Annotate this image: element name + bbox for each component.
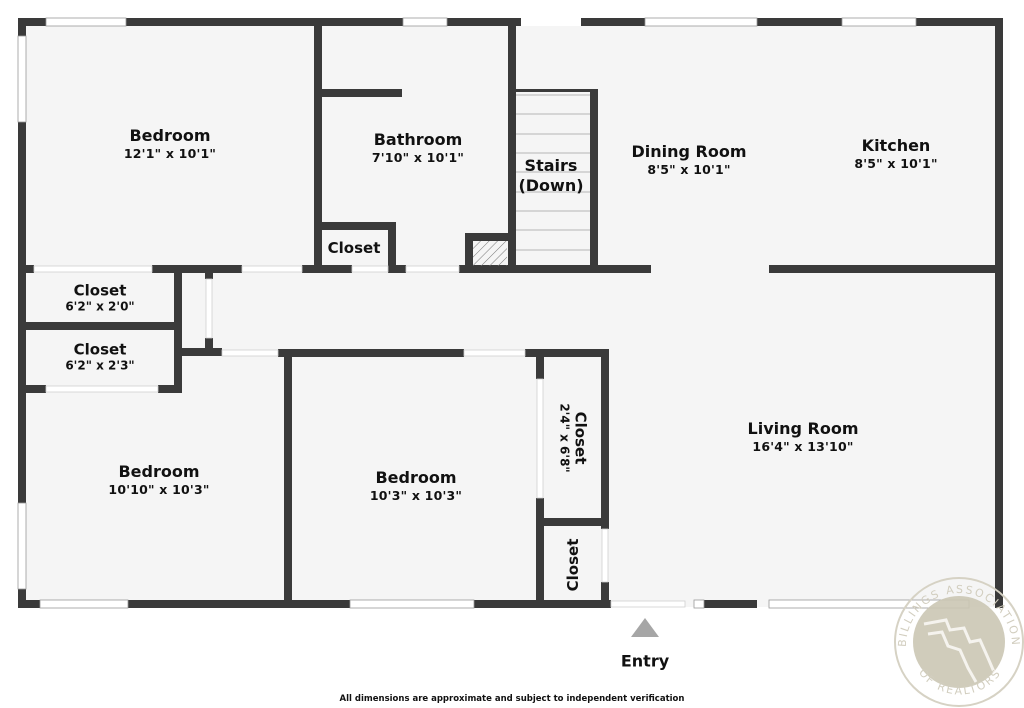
room-dimensions: 6'2" x 2'3" [65,358,135,373]
room-closet-d: Closet [564,539,582,592]
room-name: Bathroom [373,130,463,149]
room-name: Closet [564,538,582,592]
room-name: Closet [571,411,590,465]
room-dimensions: 12'1" x 10'1" [123,146,217,161]
room-name: Bedroom [375,468,457,487]
shaft-hatch [473,241,507,266]
room-name: Dining Room [631,142,747,161]
room-dining-room: Dining Room 8'5" x 10'1" [631,142,746,178]
room-bedroom-1: Bedroom 12'1" x 10'1" [124,126,216,162]
room-dimensions: 8'5" x 10'1" [647,162,731,177]
room-dimensions: 10'3" x 10'3" [369,488,463,503]
room-dimensions: 8'5" x 10'1" [854,156,938,171]
room-closet-a: Closet 6'2" x 2'0" [65,282,134,315]
room-living-room: Living Room 16'4" x 13'10" [748,419,859,455]
room-name: Closet [73,340,127,359]
entry-label: Entry [620,651,670,671]
room-kitchen: Kitchen 8'5" x 10'1" [854,136,937,172]
room-dimensions: 7'10" x 10'1" [371,150,465,165]
windows [17,17,970,609]
triangle-up-icon [631,618,659,637]
room-name: Closet [73,281,127,300]
room-dimensions: 10'10" x 10'3" [108,482,210,497]
realtors-association-logo-icon: BILLINGS ASSOCIATION OF REALTORS [894,577,1024,707]
room-bath-closet: Closet [328,239,381,257]
room-dimensions: 6'2" x 2'0" [65,299,135,314]
room-name: Closet [327,239,381,257]
room-stairs: Stairs (Down) [518,156,583,196]
room-bathroom: Bathroom 7'10" x 10'1" [372,130,464,166]
room-name: Living Room [747,419,859,438]
room-name: Bedroom [129,126,211,145]
room-dimensions: 16'4" x 13'10" [752,439,854,454]
room-bedroom-3: Bedroom 10'3" x 10'3" [370,468,462,504]
disclaimer-text: All dimensions are approximate and subje… [339,694,685,704]
room-closet-c: Closet 2'4" x 6'8" [557,403,590,472]
room-name: Stairs [524,156,578,175]
room-name-line2: (Down) [518,176,584,195]
room-dimensions: 2'4" x 6'8" [557,403,572,473]
stair-treads [516,94,590,251]
room-closet-b: Closet 6'2" x 2'3" [65,341,134,374]
door-openings [33,265,686,608]
room-name: Bedroom [118,462,200,481]
walls [18,18,1003,608]
room-name: Kitchen [861,136,931,155]
room-bedroom-2: Bedroom 10'10" x 10'3" [108,462,209,498]
